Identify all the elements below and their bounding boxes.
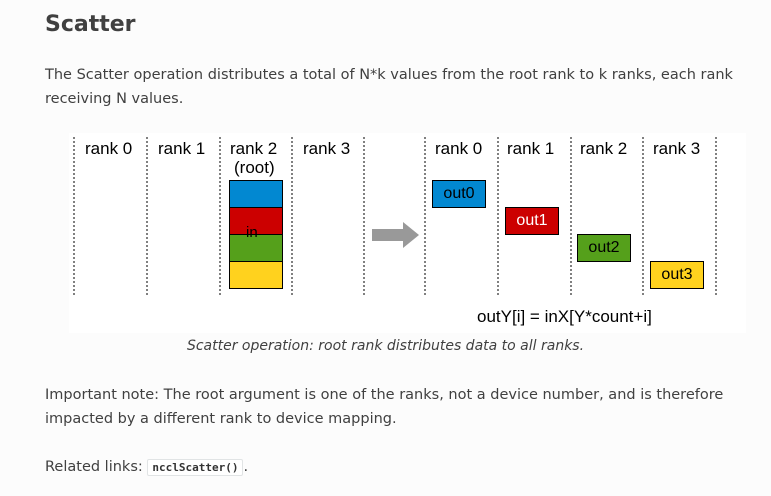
input-chunk-2 <box>229 234 283 262</box>
intro-paragraph: The Scatter operation distributes a tota… <box>45 67 733 107</box>
scatter-figure: rank 0 rank 1 rank 2 (root) rank 3 in ra… <box>69 133 746 333</box>
rank-label: rank 2 <box>580 139 628 158</box>
figure-lines <box>73 137 717 296</box>
rank-label: rank 0 <box>435 139 483 158</box>
input-chunk-3 <box>229 261 283 289</box>
rank-label: rank 2 <box>230 139 278 158</box>
input-chunk-0 <box>229 180 283 208</box>
formula: outY[i] = inX[Y*count+i] <box>477 307 652 326</box>
output-box-0: out0 <box>432 180 486 208</box>
input-chunk-1 <box>229 207 283 235</box>
rank-label: rank 3 <box>653 139 701 158</box>
rank-label: rank 0 <box>85 139 133 158</box>
output-box-3: out3 <box>650 261 704 289</box>
related-suffix: . <box>243 459 249 475</box>
figure-caption: Scatter operation: root rank distributes… <box>186 338 585 354</box>
note-paragraph: Important note: The root argument is one… <box>45 387 724 427</box>
section-heading: Scatter <box>45 12 136 37</box>
related-links: Related links: ncclScatter(). <box>45 455 248 480</box>
output-box-1: out1 <box>505 207 559 235</box>
input-label: in <box>246 224 258 241</box>
nccl-scatter-link[interactable]: ncclScatter() <box>147 459 244 476</box>
rank-label: rank 3 <box>303 139 351 158</box>
root-label: (root) <box>234 158 275 177</box>
right-arrow-icon <box>372 222 419 248</box>
output-box-2: out2 <box>577 234 631 262</box>
rank-label: rank 1 <box>158 139 206 158</box>
related-prefix: Related links: <box>45 459 148 475</box>
rank-label: rank 1 <box>507 139 555 158</box>
